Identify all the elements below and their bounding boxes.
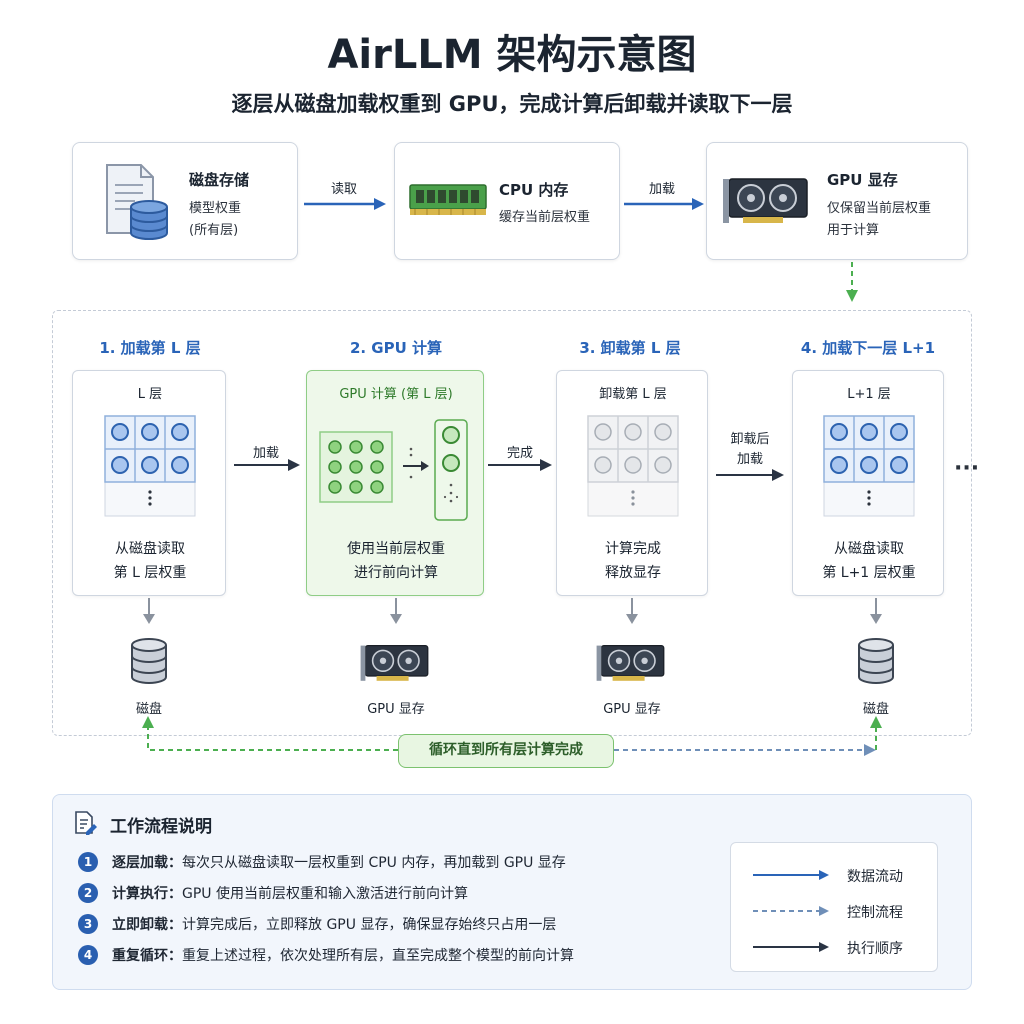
more-ellipsis: ··· (954, 456, 980, 481)
workflow-item-1-label: 逐层加载： (112, 855, 182, 871)
step3-desc2: 释放显存 (605, 565, 661, 581)
step3-desc1: 计算完成 (605, 541, 661, 557)
legend-exec-order-label: 执行顺序 (847, 941, 903, 957)
workflow-item-2-text: GPU 使用当前层权重和输入激活进行前向计算 (182, 886, 468, 902)
legend-exec-order-arrow (753, 942, 829, 952)
step4-desc2: 第 L+1 层权重 (822, 565, 916, 581)
legend-control-flow-label: 控制流程 (847, 905, 903, 921)
step-arrow1-label: 加载 (252, 446, 279, 461)
step-arrow3-label-line1: 卸载后 (730, 432, 770, 447)
graphics-card-icon (723, 178, 808, 223)
workflow-item-2-label: 计算执行： (112, 886, 182, 902)
data-flow-arrow-2 (624, 198, 704, 210)
matrix-compute-icon (319, 419, 468, 521)
page-title: AirLLM 架构示意图 (327, 32, 697, 78)
workflow-item-1-text: 每次只从磁盘读取一层权重到 CPU 内存，再加载到 GPU 显存 (182, 855, 566, 871)
gpu-memory-line1: 仅保留当前层权重 (827, 201, 932, 216)
weight-grid-icon (104, 415, 196, 517)
released-grid-icon (587, 415, 679, 517)
step3-card: 卸载第 L 层 计算完成 释放显存 (556, 370, 708, 596)
disk-storage-line2: (所有层) (189, 223, 239, 238)
cpu-memory-title: CPU 内存 (499, 181, 569, 199)
gpu-memory-title: GPU 显存 (827, 171, 898, 189)
step3-heading: 3. 卸载第 L 层 (579, 339, 681, 357)
workflow-item-2: 计算执行：GPU 使用当前层权重和输入激活进行前向计算 (112, 883, 468, 903)
ram-module-icon (409, 184, 487, 215)
step4-bottom-label: 磁盘 (862, 702, 889, 717)
step1-card-title: L 层 (137, 387, 163, 402)
disk-storage-line1: 模型权重 (189, 201, 242, 216)
data-flow-arrow-1 (304, 198, 386, 210)
step3-bottom-label: GPU 显存 (603, 702, 661, 717)
step4-desc1: 从磁盘读取 (834, 541, 904, 557)
workflow-item-3: 立即卸载：计算完成后，立即释放 GPU 显存，确保显存始终只占用一层 (112, 914, 556, 934)
workflow-title: 工作流程说明 (110, 817, 212, 837)
step1-heading: 1. 加载第 L 层 (99, 339, 201, 357)
down-arrow-2 (390, 598, 402, 624)
legend: 数据流动 控制流程 执行顺序 (730, 842, 938, 972)
step3-card-title: 卸载第 L 层 (599, 387, 667, 402)
step-arrow2-label: 完成 (506, 446, 533, 461)
step-arrow3-label-line2: 加载 (736, 452, 763, 467)
graphics-card-icon (596, 645, 665, 681)
workflow-item-3-label: 立即卸载： (112, 917, 182, 933)
step1-bottom-label: 磁盘 (135, 702, 162, 717)
document-edit-icon (75, 811, 97, 835)
workflow-num-3: 3 (78, 914, 98, 934)
workflow-num-4: 4 (78, 945, 98, 965)
step2-desc1: 使用当前层权重 (347, 541, 445, 557)
step2-bottom-label: GPU 显存 (367, 702, 425, 717)
gpu-memory-line2: 用于计算 (827, 223, 880, 238)
disk-document-icon (106, 164, 168, 240)
step4-heading: 4. 加载下一层 L+1 (800, 339, 936, 357)
step4-card: L+1 层 从磁盘读取 第 L+1 层权重 (792, 370, 944, 596)
down-arrow-3 (626, 598, 638, 624)
down-arrow-4 (870, 598, 882, 624)
disk-storage-title: 磁盘存储 (189, 171, 250, 189)
step-arrow3-label: 卸载后 加载 (718, 430, 782, 470)
step2-heading: 2. GPU 计算 (349, 339, 443, 357)
cpu-memory-line1: 缓存当前层权重 (499, 210, 591, 225)
step1-desc2: 第 L 层权重 (113, 565, 187, 581)
database-icon (858, 638, 894, 684)
step2-card: GPU 计算 (第 L 层) 使用当前层权重 进行前向计算 (306, 370, 484, 596)
step1-desc1: 从磁盘读取 (115, 541, 185, 557)
workflow-item-4-label: 重复循环： (112, 948, 182, 964)
page-subtitle: 逐层从磁盘加载权重到 GPU，完成计算后卸载并读取下一层 (231, 92, 793, 116)
graphics-card-icon (360, 645, 429, 681)
weight-grid-icon (823, 415, 915, 517)
legend-control-flow-arrow (753, 906, 829, 916)
cpu-memory-card: CPU 内存 缓存当前层权重 (394, 142, 620, 260)
arrow2-label: 加载 (648, 182, 675, 197)
workflow-num-2: 2 (78, 883, 98, 903)
legend-data-flow-label: 数据流动 (847, 869, 903, 885)
loop-label: 循环直到所有层计算完成 (398, 734, 614, 768)
down-arrow-1 (143, 598, 155, 624)
disk-storage-card: 磁盘存储 模型权重 (所有层) (72, 142, 298, 260)
workflow-item-4-text: 重复上述过程，依次处理所有层，直至完成整个模型的前向计算 (182, 948, 574, 964)
workflow-item-4: 重复循环：重复上述过程，依次处理所有层，直至完成整个模型的前向计算 (112, 945, 574, 965)
gpu-memory-card: GPU 显存 仅保留当前层权重 用于计算 (706, 142, 968, 260)
database-icon (131, 638, 167, 684)
legend-data-flow-arrow (753, 870, 829, 880)
step2-desc2: 进行前向计算 (354, 565, 438, 581)
workflow-item-3-text: 计算完成后，立即释放 GPU 显存，确保显存始终只占用一层 (182, 917, 557, 933)
control-flow-arrow-down (846, 262, 858, 302)
step1-card: L 层 从磁盘读取 第 L 层权重 (72, 370, 226, 596)
workflow-num-1: 1 (78, 852, 98, 872)
exec-arrow-2 (488, 459, 552, 471)
exec-arrow-3 (716, 469, 784, 481)
step2-card-title: GPU 计算 (第 L 层) (339, 387, 453, 402)
workflow-item-1: 逐层加载：每次只从磁盘读取一层权重到 CPU 内存，再加载到 GPU 显存 (112, 852, 566, 872)
exec-arrow-1 (234, 459, 300, 471)
step4-card-title: L+1 层 (847, 387, 891, 402)
arrow1-label: 读取 (330, 182, 357, 197)
